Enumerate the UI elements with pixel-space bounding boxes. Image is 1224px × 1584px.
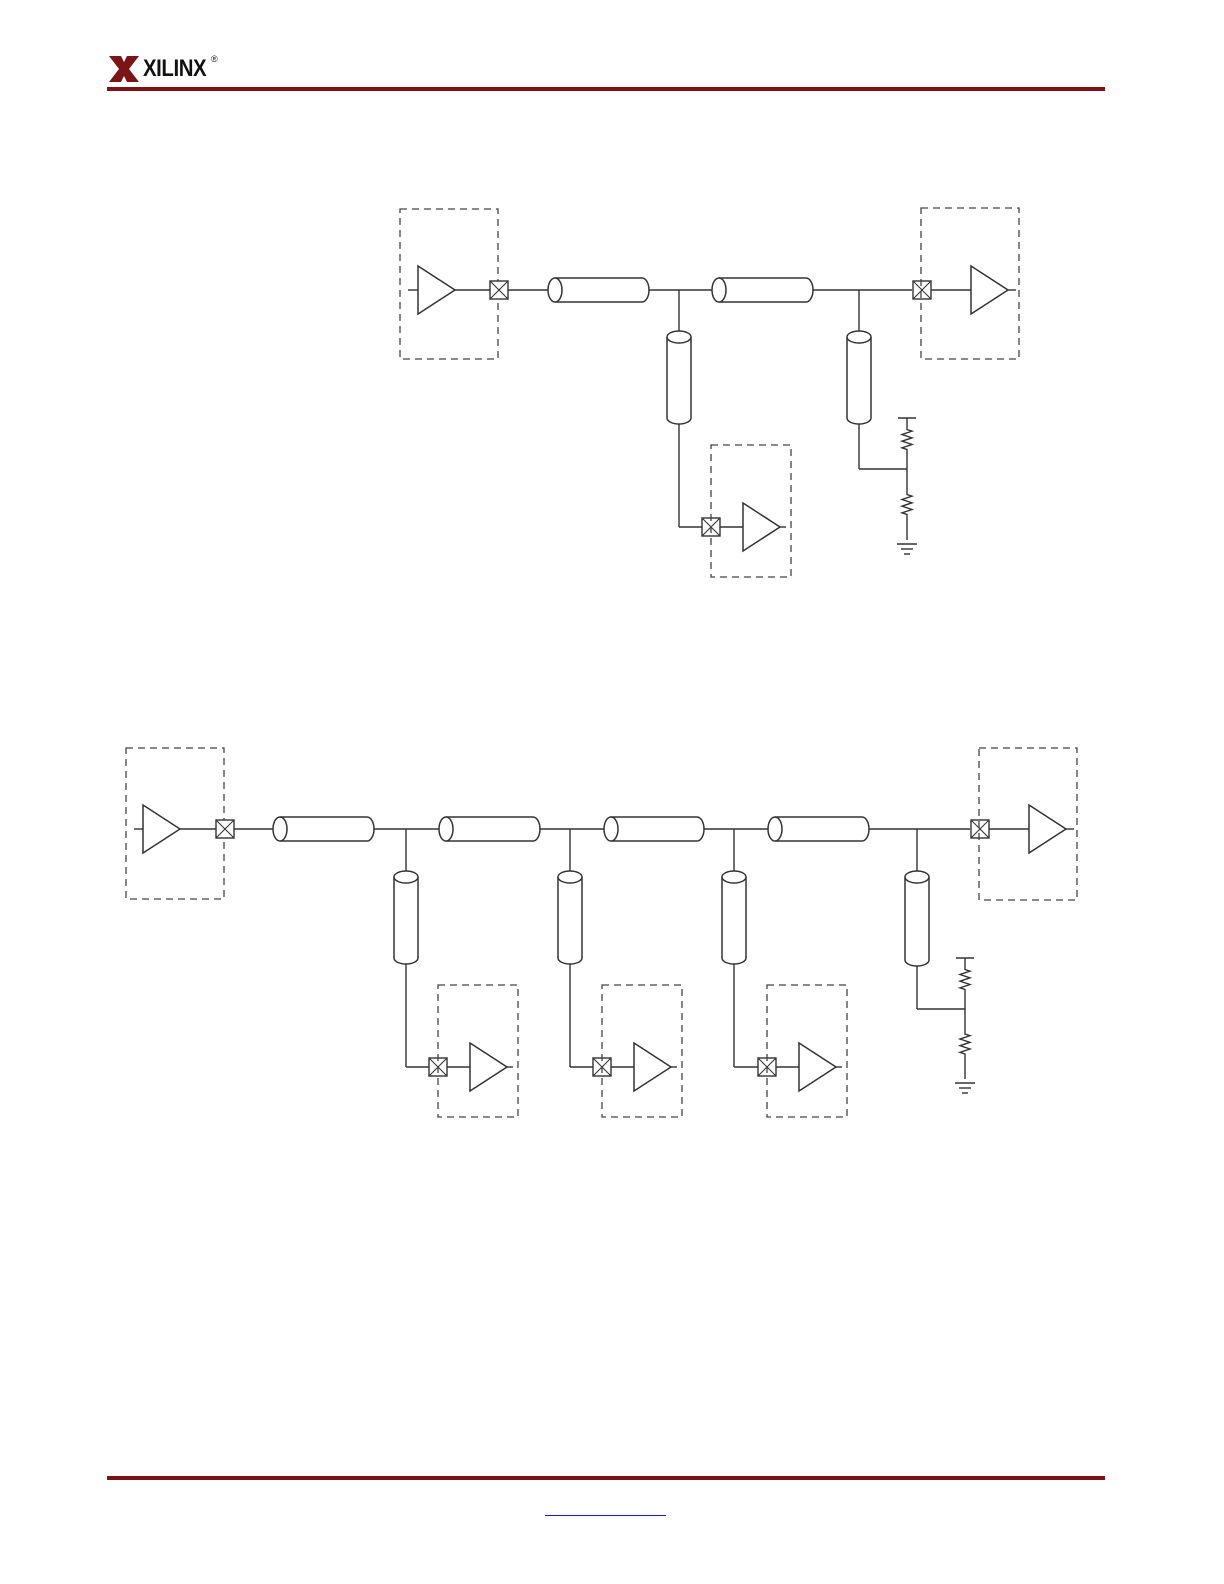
- end-receiver-device-box: [979, 748, 1077, 900]
- pulldown-resistor: [902, 469, 912, 540]
- stub-trace-3: [722, 877, 746, 964]
- stub-trace-term: [847, 337, 871, 424]
- transmission-line-end: [439, 817, 453, 841]
- receiver-buffer-1: [470, 1043, 507, 1091]
- pullup-resistor: [960, 958, 970, 1001]
- transmission-line-end: [768, 817, 782, 841]
- footer-link[interactable]: [545, 1500, 666, 1516]
- stub-trace-term: [905, 877, 929, 966]
- trace-segment-2: [446, 817, 540, 841]
- stub-trace-1: [394, 877, 418, 964]
- receiver-buffer-2: [634, 1043, 671, 1091]
- trace-segment-1: [555, 278, 649, 302]
- transmission-line-end: [273, 817, 287, 841]
- stub-trace-1: [667, 337, 691, 424]
- trace-segment-4: [775, 817, 869, 841]
- transmission-line-end: [558, 871, 582, 883]
- end-receiver-buffer: [1029, 805, 1066, 853]
- driver-buffer: [143, 805, 180, 853]
- pullup-resistor: [902, 418, 912, 461]
- transmission-line-end: [604, 817, 618, 841]
- stub-trace-2: [558, 877, 582, 964]
- driver-buffer: [418, 266, 455, 314]
- end-receiver-device-box: [921, 208, 1019, 359]
- transmission-line-end: [905, 871, 929, 883]
- footer-rule: [107, 1476, 1105, 1480]
- driver-device-box: [126, 748, 224, 899]
- trace-segment-3: [611, 817, 704, 841]
- transmission-line-end: [667, 331, 691, 343]
- trace-segment-1: [280, 817, 374, 841]
- transmission-line-end: [722, 871, 746, 883]
- end-receiver-buffer: [971, 266, 1008, 314]
- transmission-line-end: [394, 871, 418, 883]
- transmission-line-end: [847, 331, 871, 343]
- transmission-line-end: [548, 278, 562, 302]
- transmission-line-end: [712, 278, 726, 302]
- receiver-buffer-3: [799, 1043, 836, 1091]
- driver-device-box: [400, 209, 498, 359]
- receiver-buffer-1: [743, 503, 780, 551]
- pulldown-resistor: [960, 1009, 970, 1079]
- footer-link-underline: [545, 1515, 666, 1517]
- trace-segment-2: [719, 278, 813, 302]
